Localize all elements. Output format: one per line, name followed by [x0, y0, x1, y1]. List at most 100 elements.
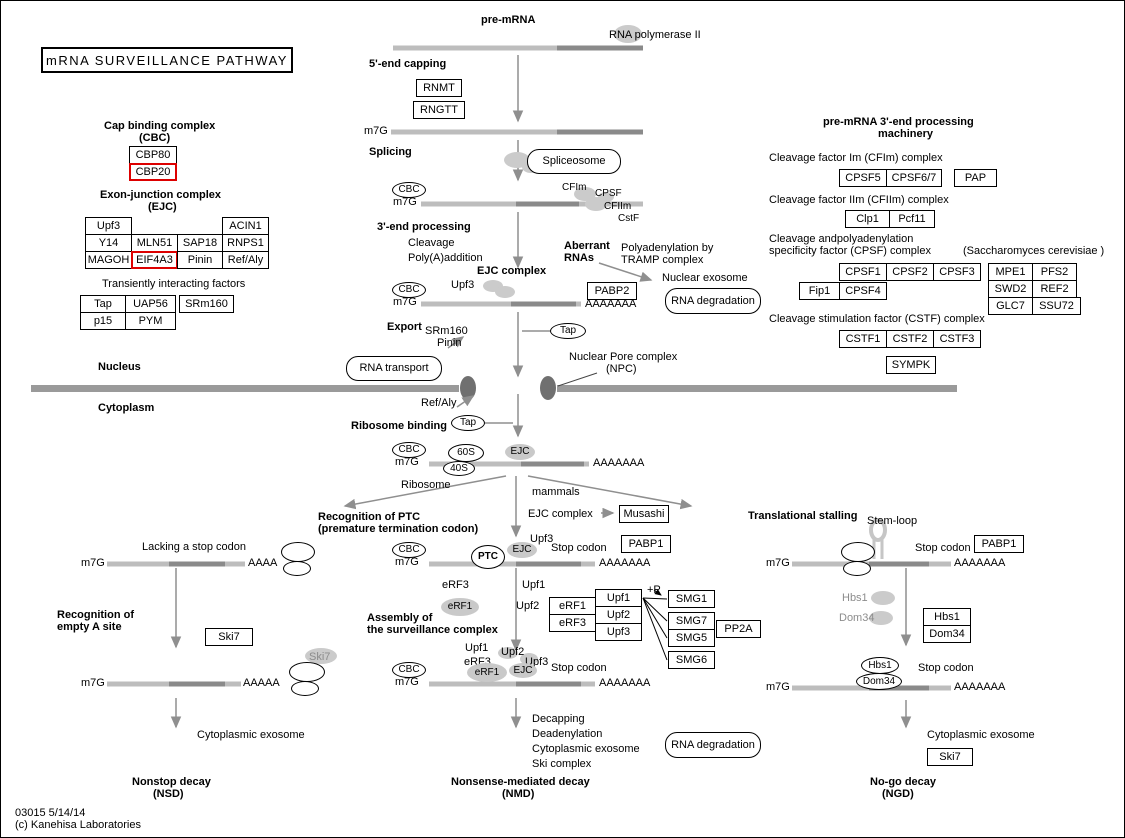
plus-p-label: +P [647, 584, 661, 596]
gene-box-pabp1-1[interactable]: PABP1 [621, 535, 671, 553]
gene-box-cbp20[interactable]: CBP20 [129, 163, 177, 181]
rna-degradation-node-1[interactable]: RNA degradation [665, 288, 761, 314]
gene-box-smg1[interactable]: SMG1 [668, 590, 715, 608]
upf1-label-2: Upf1 [465, 642, 489, 654]
m7g-label-6: m7G [395, 556, 419, 568]
gene-box-erf1[interactable]: eRF1 [549, 597, 596, 615]
cfiim-heading: Cleavage factor IIm (CFIIm) complex [769, 194, 949, 206]
dom34-glabel: Dom34 [839, 612, 875, 624]
ribosome-label: Ribosome [401, 479, 451, 491]
hbs1-blob [871, 591, 895, 605]
gene-box-acin1[interactable]: ACIN1 [222, 217, 269, 235]
gene-box-rnmt[interactable]: RNMT [416, 79, 462, 97]
gene-box-refaly[interactable]: Ref/Aly [222, 251, 269, 269]
gene-box-cstf2[interactable]: CSTF2 [886, 330, 934, 348]
gene-box-pp2a[interactable]: PP2A [716, 620, 761, 638]
gene-box-pcf11[interactable]: Pcf11 [889, 210, 935, 228]
pre-mrna-label: pre-mRNA [481, 14, 536, 26]
gene-box-rnps1[interactable]: RNPS1 [222, 234, 269, 252]
stop-codon-label-2: Stop codon [915, 542, 971, 554]
gene-box-rngtt[interactable]: RNGTT [413, 101, 465, 119]
gene-box-ski7-2[interactable]: Ski7 [927, 748, 973, 766]
transient-heading: Transiently interacting factors [102, 278, 246, 290]
ribosome-40s-oval-bl [291, 681, 319, 696]
ribosome-40s-oval-right [843, 561, 871, 576]
gene-box-uap56[interactable]: UAP56 [125, 295, 176, 313]
gene-box-pabp1-2[interactable]: PABP1 [974, 535, 1024, 553]
ribosome-40s-oval-left [283, 561, 311, 576]
gene-box-mpe1[interactable]: MPE1 [988, 263, 1033, 281]
gene-box-pym[interactable]: PYM [125, 312, 176, 330]
gene-box-glc7[interactable]: GLC7 [988, 297, 1033, 315]
cbc-panel-heading-2: (CBC) [139, 132, 171, 144]
npc-right-subunit [540, 376, 556, 400]
gene-box-smg5[interactable]: SMG5 [668, 629, 715, 647]
gene-box-upf1[interactable]: Upf1 [595, 589, 642, 607]
gene-box-pfs2[interactable]: PFS2 [1032, 263, 1077, 281]
gene-box-y14[interactable]: Y14 [85, 234, 132, 252]
stop-codon-label-3: Stop codon [551, 662, 607, 674]
polya-tail-6: AAAAAAA [954, 681, 1006, 693]
tap-oval-1: Tap [550, 323, 586, 339]
upf1-label-1: Upf1 [522, 579, 546, 591]
gene-box-musashi[interactable]: Musashi [619, 505, 669, 523]
gene-box-srm160[interactable]: SRm160 [179, 295, 234, 313]
gene-box-upf3-2[interactable]: Upf3 [595, 623, 642, 641]
gene-box-pinin[interactable]: Pinin [177, 251, 223, 269]
gene-box-cpsf1[interactable]: CPSF1 [839, 263, 887, 281]
rna-degradation-node-2[interactable]: RNA degradation [665, 732, 761, 758]
gene-box-pap[interactable]: PAP [954, 169, 997, 187]
gene-box-upf2[interactable]: Upf2 [595, 606, 642, 624]
npc-left-subunit [460, 376, 476, 400]
tap-oval-2: Tap [451, 415, 485, 431]
gene-box-cstf3[interactable]: CSTF3 [933, 330, 981, 348]
hbs1-oval: Hbs1 [861, 657, 899, 674]
processing-factor-blob [574, 187, 596, 201]
map-number: 03015 5/14/14 [15, 807, 86, 819]
gene-box-erf3[interactable]: eRF3 [549, 614, 596, 632]
gene-box-sap18[interactable]: SAP18 [177, 234, 223, 252]
deadenylation-label: Deadenylation [532, 728, 603, 740]
polya-tail-1: AAAAAAA [585, 298, 637, 310]
gene-box-cpsf5[interactable]: CPSF5 [839, 169, 887, 187]
gene-box-eif4a3[interactable]: EIF4A3 [131, 251, 178, 269]
spliceosome-node[interactable]: Spliceosome [527, 149, 621, 174]
gene-box-cstf1[interactable]: CSTF1 [839, 330, 887, 348]
machinery-heading-1: pre-mRNA 3'-end processing [823, 116, 974, 128]
gene-box-ref2[interactable]: REF2 [1032, 280, 1077, 298]
gene-box-upf3[interactable]: Upf3 [85, 217, 132, 235]
gene-box-cpsf3[interactable]: CPSF3 [933, 263, 981, 281]
refaly-label: Ref/Aly [421, 397, 457, 409]
gene-box-ssu72[interactable]: SSU72 [1032, 297, 1081, 315]
npc-pointer-line [557, 372, 598, 387]
gene-box-swd2[interactable]: SWD2 [988, 280, 1033, 298]
cpsf-heading-2: specificity factor (CPSF) complex [769, 245, 931, 257]
gene-box-clp1[interactable]: Clp1 [845, 210, 890, 228]
recognition-ptc-heading-2: (premature termination codon) [318, 523, 479, 535]
gene-box-tap[interactable]: Tap [80, 295, 126, 313]
gene-box-sympk[interactable]: SYMPK [886, 356, 936, 374]
ribosome-60s-oval-right [841, 542, 875, 562]
gene-box-cpsf6-7[interactable]: CPSF6/7 [886, 169, 942, 187]
gene-box-smg7[interactable]: SMG7 [668, 612, 715, 630]
rna-transport-node[interactable]: RNA transport [346, 356, 442, 381]
polya-aaaaa-label: AAAAA [243, 677, 280, 689]
gene-box-hbs1[interactable]: Hbs1 [923, 608, 971, 626]
gene-box-cpsf4[interactable]: CPSF4 [839, 282, 887, 300]
gene-box-cbp80[interactable]: CBP80 [129, 146, 177, 164]
flow-arrows [170, 55, 912, 729]
gene-box-ski7-1[interactable]: Ski7 [205, 628, 253, 646]
gene-box-mln51[interactable]: MLN51 [131, 234, 178, 252]
gene-box-pabp2[interactable]: PABP2 [587, 282, 637, 300]
gene-box-p15[interactable]: p15 [80, 312, 126, 330]
gene-box-magoh[interactable]: MAGOH [85, 251, 132, 269]
aberrant-label-2: RNAs [564, 252, 594, 264]
nsd-heading-2: (NSD) [153, 788, 184, 800]
gene-box-dom34[interactable]: Dom34 [923, 625, 971, 643]
gene-box-fip1[interactable]: Fip1 [799, 282, 840, 300]
mrna-strands [107, 45, 951, 691]
gene-box-smg6[interactable]: SMG6 [668, 651, 715, 669]
cpsf-heading-1: Cleavage andpolyadenylation [769, 233, 914, 245]
gene-box-cpsf2[interactable]: CPSF2 [886, 263, 934, 281]
